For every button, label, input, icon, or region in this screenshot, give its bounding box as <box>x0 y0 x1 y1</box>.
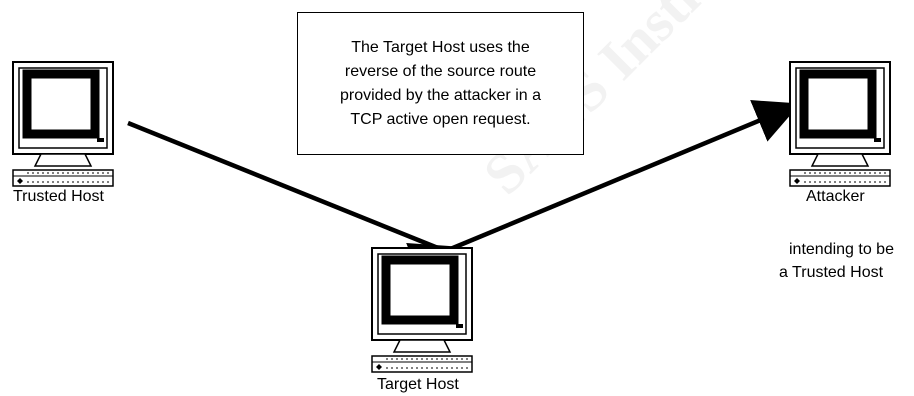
trusted-to-target-line <box>127 120 439 251</box>
note-line: reverse of the source route <box>344 62 537 80</box>
target-host-label: Target Host <box>377 376 459 393</box>
note-line: provided by the attacker in a <box>339 86 541 104</box>
explanation-note-box: The Target Host uses the reverse of the … <box>297 12 584 155</box>
attacker-computer-icon <box>790 62 890 186</box>
trusted-host-computer-icon <box>13 62 113 186</box>
attacker-note-line-1: intending to be <box>789 241 894 258</box>
trusted-host-label: Trusted Host <box>13 188 104 205</box>
note-line: The Target Host uses the <box>351 38 530 56</box>
attacker-note-line-2: a Trusted Host <box>779 264 884 281</box>
note-line: TCP active open request. <box>350 110 531 128</box>
target-to-attacker-arrow <box>406 100 801 285</box>
target-host-computer-icon <box>372 248 472 372</box>
attacker-label: Attacker <box>806 188 865 205</box>
